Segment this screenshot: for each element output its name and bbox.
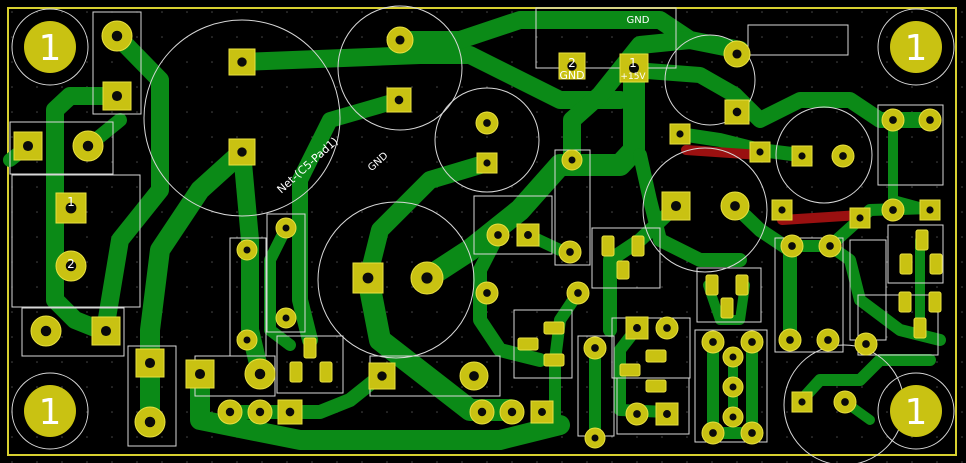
gnd-pin-name: GND — [559, 69, 584, 82]
component-pads — [13, 20, 943, 449]
mounting-hole-bottom-left: 1 — [11, 372, 89, 450]
mounting-hole-label: 1 — [905, 28, 928, 69]
mounting-hole-label: 1 — [39, 28, 62, 69]
board-edge-outline — [7, 7, 957, 456]
mounting-hole-top-left: 1 — [11, 8, 89, 86]
mounting-hole-top-right: 1 — [877, 8, 955, 86]
gnd-pin-number: 2 — [568, 56, 576, 70]
mounting-hole-bottom-right: 1 — [877, 372, 955, 450]
bottom-copper-traces — [681, 145, 865, 225]
mounting-hole-label: 1 — [905, 392, 928, 433]
v15-pin-name: +15V — [620, 72, 646, 82]
left-connector-pin2: 2 — [67, 257, 75, 271]
gnd-net-label-top: GND — [627, 15, 650, 26]
v15-pin-number: 1 — [629, 56, 637, 70]
left-connector-pin1: 1 — [67, 195, 75, 209]
mounting-hole-label: 1 — [39, 392, 62, 433]
